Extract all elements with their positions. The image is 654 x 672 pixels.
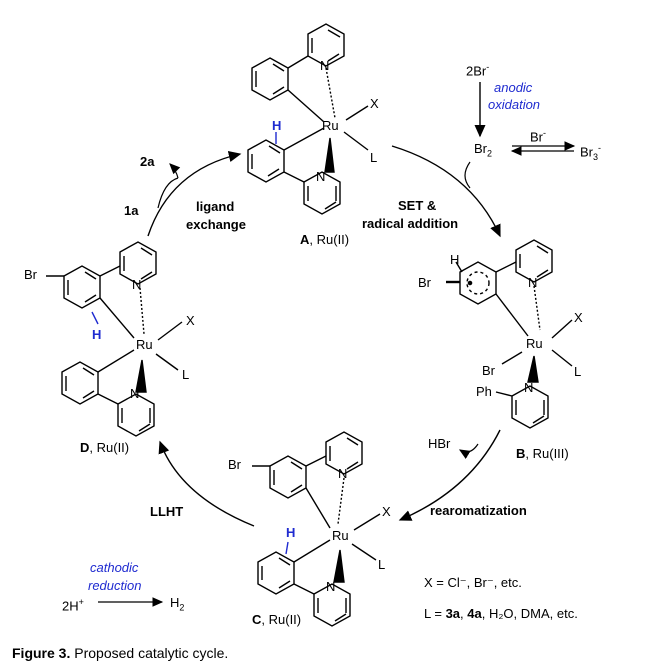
- complex-d-ru: Ru: [136, 337, 153, 352]
- complex-b-ph: Ph: [476, 384, 492, 399]
- ligand-exchange-arrow: [147, 151, 242, 237]
- complex-a-structure: [247, 23, 369, 215]
- complex-b-br-ring: Br: [418, 275, 431, 290]
- ligand-exchange-label-2: exchange: [186, 217, 246, 232]
- anode-reactant: 2Br-: [466, 62, 490, 79]
- complex-a-caption: A, Ru(II): [300, 232, 350, 247]
- complex-d-h-bond: [91, 311, 99, 325]
- product-2a: 2a: [140, 154, 155, 169]
- complex-b-caption: B, Ru(III): [516, 446, 569, 461]
- br2-consumed-arrow: [464, 161, 471, 189]
- complex-b-x: X: [574, 310, 583, 325]
- complex-d-l: L: [182, 367, 190, 382]
- anode-br2: Br2: [474, 141, 493, 159]
- complex-c-l: L: [378, 557, 386, 572]
- legend-l: L = 3a, 4a, H₂O, DMA, etc.: [424, 606, 578, 621]
- cathode-label-2: reduction: [88, 578, 142, 593]
- complex-d-structure: [46, 241, 183, 437]
- cathode-product: H2: [170, 595, 185, 613]
- rearomatization-arrow: [398, 429, 501, 521]
- set-step-label-1: SET &: [398, 198, 437, 213]
- complex-c-n2: N: [326, 579, 336, 594]
- hbr-byproduct: HBr: [428, 436, 451, 451]
- complex-b-br-ligand: Br: [482, 363, 495, 378]
- complex-d-n: N: [132, 277, 142, 292]
- complex-b-n: N: [528, 275, 538, 290]
- complex-c-caption: C, Ru(II): [252, 612, 302, 627]
- complex-c-ru: Ru: [332, 528, 349, 543]
- set-step-label-2: radical addition: [362, 216, 459, 231]
- ligand-exchange-label-1: ligand: [196, 199, 235, 214]
- complex-d-x: X: [186, 313, 195, 328]
- complex-d-br: Br: [24, 267, 37, 282]
- substrate-1a: 1a: [124, 203, 139, 218]
- anode-label-1: anodic: [494, 80, 533, 95]
- complex-b-ru: Ru: [526, 336, 543, 351]
- cathode-label-1: cathodic: [90, 560, 139, 575]
- complex-c-br: Br: [228, 457, 241, 472]
- anode-label-2: oxidation: [488, 97, 541, 112]
- rearomatization-label: rearomatization: [430, 503, 527, 518]
- set-arrow: [391, 145, 501, 238]
- product-out-arrow: [169, 163, 181, 179]
- complex-b-n2: N: [524, 380, 534, 395]
- substrate-in-out-arrow: [157, 177, 179, 209]
- hbr-out-arrow: [458, 443, 479, 460]
- complex-b-structure: [446, 239, 573, 429]
- llht-label: LLHT: [150, 504, 184, 519]
- complex-d-caption: D, Ru(II): [80, 440, 130, 455]
- complex-a-n2: N: [316, 169, 326, 184]
- complex-b-l: L: [574, 364, 582, 379]
- complex-c-h: H: [286, 525, 296, 540]
- complex-a-x: X: [370, 96, 379, 111]
- complex-c-structure: [252, 431, 381, 627]
- complex-c-n: N: [338, 466, 348, 481]
- complex-a-ru: Ru: [322, 118, 339, 133]
- complex-d-n2: N: [130, 386, 140, 401]
- complex-a-l: L: [370, 150, 378, 165]
- anode-tribromide: Br3-: [580, 143, 602, 162]
- anode-bromide: Br-: [530, 128, 546, 145]
- llht-arrow: [158, 440, 255, 527]
- complex-c-x: X: [382, 504, 391, 519]
- complex-a-h: H: [272, 118, 282, 133]
- complex-b-h: H: [450, 252, 460, 267]
- complex-a-n: N: [320, 58, 330, 73]
- complex-c-h-bond: [285, 541, 289, 555]
- legend-x: X = Cl⁻, Br⁻, etc.: [424, 575, 522, 590]
- complex-d-h: H: [92, 327, 102, 342]
- figure-caption: Figure 3. Proposed catalytic cycle.: [12, 645, 229, 661]
- cathode-reactant: 2H+: [62, 597, 84, 614]
